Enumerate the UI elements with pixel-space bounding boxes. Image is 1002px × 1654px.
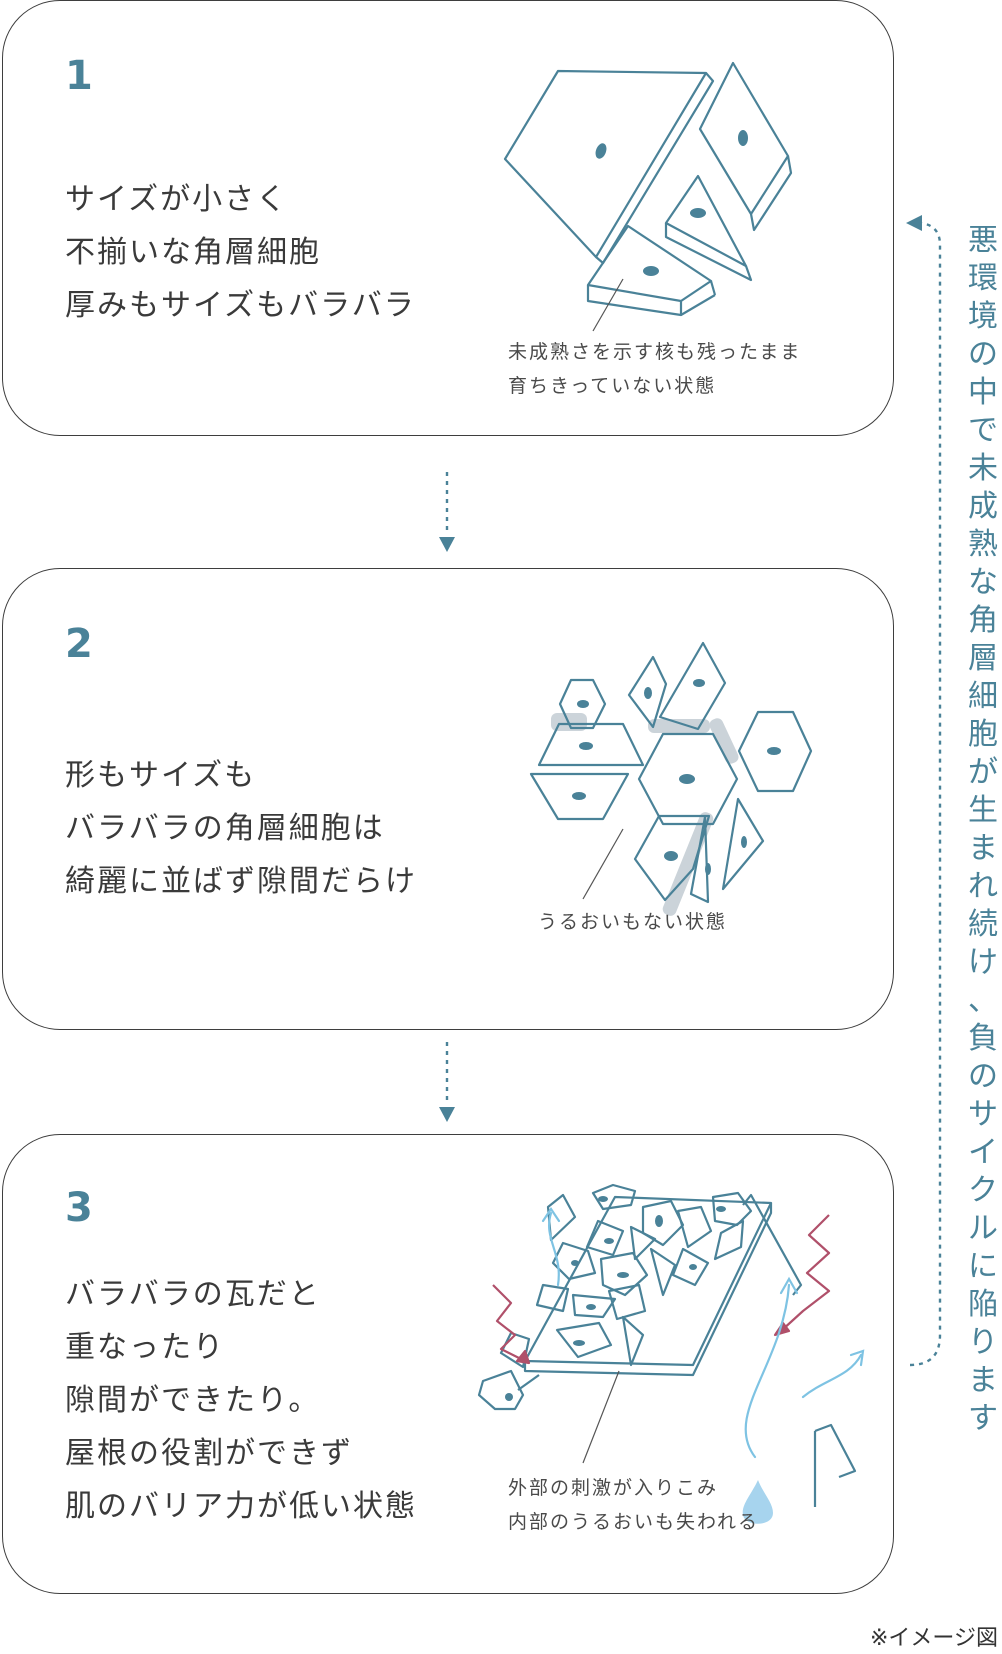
cycle-return-arrow bbox=[906, 215, 942, 1367]
immature-cells-illustration bbox=[503, 61, 793, 332]
cycle-text-char: り bbox=[968, 1325, 998, 1360]
cycle-text-char: な bbox=[968, 565, 998, 600]
cell-hex bbox=[737, 710, 813, 793]
cell-triangle-middle bbox=[664, 174, 748, 268]
cycle-text-char: 環 bbox=[968, 261, 998, 296]
moisture-arrow bbox=[801, 1353, 863, 1399]
cell-triangle bbox=[721, 797, 765, 891]
cycle-text-char: ま bbox=[968, 831, 998, 866]
step-3-caption: 外部の刺激が入りこみ 内部のうるおいも失われる bbox=[508, 1471, 759, 1539]
cycle-text-char: 陥 bbox=[968, 1287, 998, 1322]
step-2-line: バラバラの角層細胞は bbox=[65, 811, 385, 846]
cycle-text-char: に bbox=[968, 1249, 998, 1284]
step-1-text: サイズが小さく 不揃いな角層細胞 厚みもサイズもバラバラ bbox=[65, 173, 416, 332]
cell-loose bbox=[477, 1369, 525, 1411]
step-1-line: 厚みもサイズもバラバラ bbox=[65, 288, 416, 323]
step-1-card: 1 サイズが小さく 不揃いな角層細胞 厚みもサイズもバラバラ bbox=[2, 0, 894, 436]
stimulus-zigzag-right bbox=[780, 1214, 831, 1332]
illustration-note: ※イメージ図 bbox=[870, 1626, 998, 1651]
cycle-text-char: 熟 bbox=[968, 527, 998, 562]
step-3-line: 肌のバリア力が低い状態 bbox=[65, 1489, 417, 1524]
step-2-line: 綺麗に並ばず隙間だらけ bbox=[65, 864, 417, 899]
step-3-line: 屋根の役割ができず bbox=[65, 1436, 353, 1471]
water-drop-icon bbox=[742, 1480, 773, 1524]
step-2-card: 2 形もサイズも バラバラの角層細胞は 綺麗に並ばず隙間だらけ bbox=[2, 568, 894, 1030]
down-arrow-icon bbox=[439, 472, 455, 552]
step-3-caption-line: 内部のうるおいも失われる bbox=[508, 1511, 760, 1533]
cycle-text-char: 生 bbox=[968, 793, 998, 828]
weak-barrier-illustration bbox=[477, 1183, 865, 1524]
step-2-line: 形もサイズも bbox=[65, 758, 257, 793]
cycle-text-char: が bbox=[968, 755, 998, 790]
step-3-caption-line: 外部の刺激が入りこみ bbox=[508, 1477, 719, 1499]
step-1-caption: 未成熟さを示す核も残ったまま 育ちきっていない状態 bbox=[508, 335, 801, 403]
cycle-text-char: イ bbox=[968, 1135, 998, 1170]
cycle-text-char: 角 bbox=[968, 603, 998, 638]
cycle-text-char: サ bbox=[968, 1097, 998, 1132]
cell-diamond bbox=[633, 814, 711, 902]
cycle-text-char: の bbox=[968, 1059, 998, 1094]
step-2-caption: うるおいもない状態 bbox=[538, 905, 727, 939]
cell-trapezoid bbox=[537, 722, 645, 767]
cycle-text-char: 境 bbox=[968, 299, 998, 334]
step-3-card: 3 バラバラの瓦だと 重なったり 隙間ができたり。 屋根の役割ができず 肌のバリ… bbox=[2, 1134, 894, 1594]
cycle-text-char: 成 bbox=[968, 489, 998, 524]
step-1-line: サイズが小さく bbox=[65, 182, 289, 217]
cell-trapezoid-inverted bbox=[529, 772, 630, 821]
step-2-caption-line: うるおいもない状態 bbox=[538, 911, 728, 933]
step-1-caption-line: 未成熟さを示す核も残ったまま bbox=[508, 341, 802, 363]
cycle-text-char: 層 bbox=[968, 641, 998, 676]
down-arrow-icon bbox=[439, 1042, 455, 1122]
cycle-text-char: の bbox=[968, 337, 998, 372]
cycle-text-char: す bbox=[968, 1401, 998, 1436]
cell-hex-large bbox=[637, 732, 739, 826]
cycle-text-char: 中 bbox=[968, 375, 998, 410]
moisture-arrow bbox=[548, 1211, 560, 1287]
cycle-text-char: 未 bbox=[968, 451, 998, 486]
step-3-line: 重なったり bbox=[65, 1330, 225, 1365]
cycle-text-char: ま bbox=[968, 1363, 998, 1398]
step-2-number: 2 bbox=[65, 621, 93, 667]
cell-diamond bbox=[658, 641, 727, 731]
step-1-caption-line: 育ちきっていない状態 bbox=[508, 375, 717, 397]
step-1-line: 不揃いな角層細胞 bbox=[65, 235, 321, 270]
cycle-text-char: 負 bbox=[968, 1021, 998, 1056]
cycle-text-char: け bbox=[968, 945, 998, 980]
roof-board bbox=[523, 1195, 773, 1367]
step-3-text: バラバラの瓦だと 重なったり 隙間ができたり。 屋根の役割ができず 肌のバリア力… bbox=[65, 1268, 417, 1533]
cycle-text-char: れ bbox=[968, 869, 998, 904]
moisture-arrow bbox=[744, 1283, 791, 1459]
cycle-vertical-text: 悪環境の中で未成熟な角層細胞が生まれ続け、負のサイクルに陥ります bbox=[963, 222, 1002, 1438]
cycle-text-char: ル bbox=[968, 1211, 998, 1246]
step-3-line: バラバラの瓦だと bbox=[65, 1277, 321, 1312]
scattered-cells-illustration bbox=[529, 641, 813, 916]
cycle-text-char: 、 bbox=[968, 983, 998, 1018]
step-2-text: 形もサイズも バラバラの角層細胞は 綺麗に並ばず隙間だらけ bbox=[65, 749, 417, 908]
stimulus-zigzag-left bbox=[492, 1284, 530, 1364]
cycle-text-char: 続 bbox=[968, 907, 998, 942]
step-1-number: 1 bbox=[65, 53, 93, 99]
cycle-text-char: で bbox=[968, 413, 998, 448]
cell-diamond bbox=[627, 655, 668, 729]
step-3-number: 3 bbox=[65, 1185, 93, 1231]
cell-triangle-tall bbox=[689, 815, 710, 904]
cycle-text-char: 胞 bbox=[968, 717, 998, 752]
step-3-line: 隙間ができたり。 bbox=[65, 1383, 321, 1418]
cycle-text-char: 細 bbox=[968, 679, 998, 714]
cell-hex bbox=[558, 678, 607, 730]
cycle-text-char: 悪 bbox=[968, 223, 998, 258]
cycle-text-char: ク bbox=[968, 1173, 998, 1208]
